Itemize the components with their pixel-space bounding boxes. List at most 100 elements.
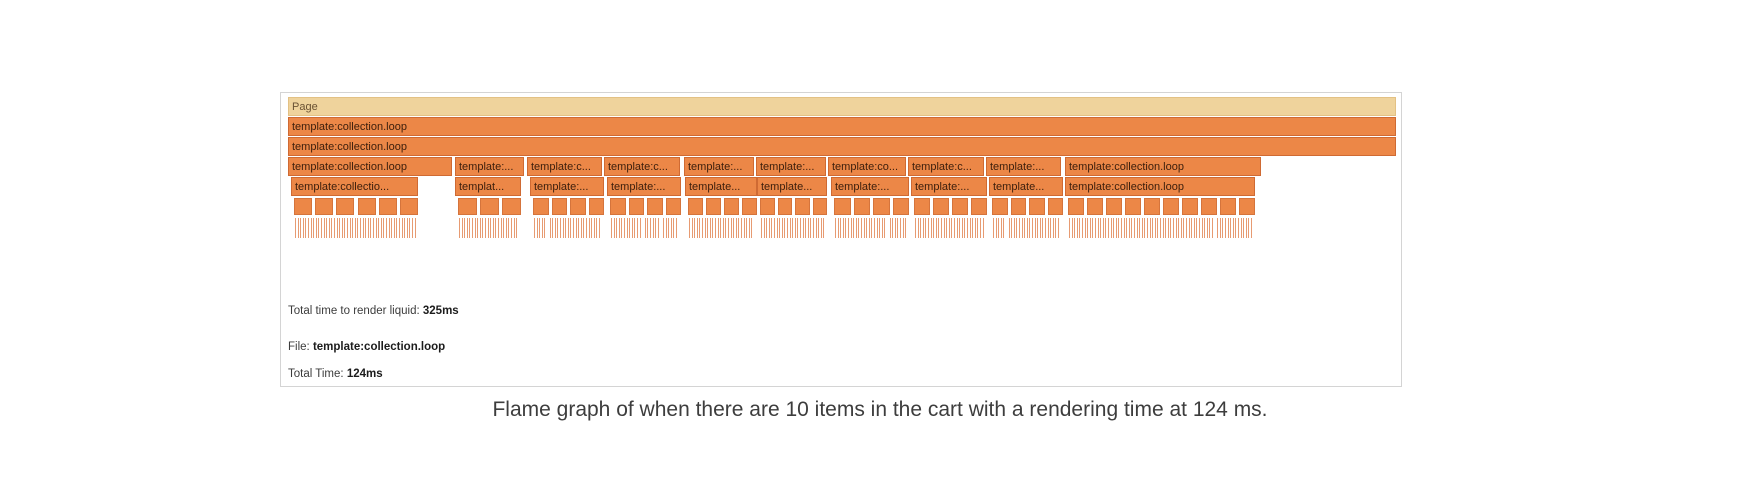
flame-subframe[interactable] (760, 198, 775, 215)
flame-leaf (596, 218, 597, 238)
flame-leaf (931, 218, 932, 238)
flame-frame[interactable]: template:... (530, 177, 604, 196)
flame-leaf (848, 218, 849, 238)
flame-subframe[interactable] (1239, 198, 1255, 215)
flame-frame[interactable]: template:... (831, 177, 909, 196)
flame-leaf (539, 218, 540, 238)
flame-subframe[interactable] (873, 198, 890, 215)
flame-leaf (790, 218, 791, 238)
flame-leaf (621, 218, 622, 238)
flame-subframe[interactable] (1182, 198, 1198, 215)
flame-subframe[interactable] (1029, 198, 1045, 215)
flame-subframe[interactable] (1068, 198, 1084, 215)
flame-subframe[interactable] (688, 198, 703, 215)
flame-leaf (792, 218, 793, 238)
flame-leaf (769, 218, 770, 238)
flame-frame[interactable]: template:... (455, 157, 524, 176)
flame-subframe[interactable] (400, 198, 418, 215)
flame-subframe[interactable] (379, 198, 397, 215)
flame-subframe[interactable] (610, 198, 626, 215)
flame-frame[interactable]: template:c... (527, 157, 602, 176)
flame-subframe[interactable] (971, 198, 987, 215)
flame-subframe[interactable] (893, 198, 910, 215)
flame-subframe[interactable] (933, 198, 949, 215)
flame-frame[interactable]: template:collection.loop (1065, 157, 1261, 176)
flame-subframe[interactable] (533, 198, 549, 215)
flame-subframe[interactable] (294, 198, 312, 215)
flame-subframe[interactable] (1144, 198, 1160, 215)
flame-leaf (616, 218, 617, 238)
flame-subframe[interactable] (992, 198, 1008, 215)
flame-leaf (1222, 218, 1223, 238)
flame-subframe[interactable] (666, 198, 682, 215)
flame-frame[interactable]: template:... (684, 157, 754, 176)
flame-subframe[interactable] (358, 198, 376, 215)
flame-subframe[interactable] (795, 198, 810, 215)
flame-frame[interactable]: template:co... (828, 157, 906, 176)
flame-subframe[interactable] (315, 198, 333, 215)
flame-subframe[interactable] (1011, 198, 1027, 215)
flame-subframe[interactable] (1201, 198, 1217, 215)
flame-subframe[interactable] (706, 198, 721, 215)
flame-subframe[interactable] (647, 198, 663, 215)
flame-leaf (946, 218, 947, 238)
flame-leaf (399, 218, 400, 238)
flame-frame[interactable]: template:collection.loop (1065, 177, 1255, 196)
flame-subframe[interactable] (570, 198, 586, 215)
flame-subframe[interactable] (1125, 198, 1141, 215)
flame-leaf (731, 218, 732, 238)
flame-subframe[interactable] (778, 198, 793, 215)
flame-leaf (342, 218, 343, 238)
flame-subframe[interactable] (552, 198, 568, 215)
flame-leaf (1228, 218, 1229, 238)
flame-subframe[interactable] (724, 198, 739, 215)
flame-leaf (352, 218, 353, 238)
flame-leaf (360, 218, 361, 238)
flame-subframe[interactable] (480, 198, 499, 215)
flame-frame[interactable]: template:... (756, 157, 826, 176)
flame-subframe[interactable] (834, 198, 851, 215)
flame-subframe[interactable] (813, 198, 828, 215)
flame-subframe[interactable] (458, 198, 477, 215)
flame-frame[interactable]: template:collectio... (291, 177, 418, 196)
flame-subframe[interactable] (589, 198, 605, 215)
flame-leaf (879, 218, 880, 238)
flame-subframe[interactable] (336, 198, 354, 215)
flame-frame[interactable]: template:... (986, 157, 1061, 176)
flame-frame[interactable]: template:collection.loop (288, 157, 452, 176)
flame-frame[interactable]: template... (989, 177, 1063, 196)
flame-frame[interactable]: template... (757, 177, 827, 196)
flame-frame[interactable]: templat... (455, 177, 521, 196)
flame-subframe[interactable] (854, 198, 871, 215)
total-time-label: Total Time: (288, 368, 344, 380)
flame-subframe[interactable] (1087, 198, 1103, 215)
flame-subframe[interactable] (1106, 198, 1122, 215)
flame-frame[interactable]: template:... (911, 177, 987, 196)
flame-leaf (877, 218, 878, 238)
flame-subframe[interactable] (952, 198, 968, 215)
flame-leaf (741, 218, 742, 238)
flame-subframe[interactable] (1048, 198, 1064, 215)
flame-frame[interactable]: template:c... (908, 157, 984, 176)
flame-subframe[interactable] (1220, 198, 1236, 215)
flame-leaf (967, 218, 968, 238)
flame-leaf (300, 218, 301, 238)
flame-frame[interactable]: template... (685, 177, 757, 196)
flame-leaf (344, 218, 345, 238)
flame-subframe[interactable] (629, 198, 645, 215)
flame-subframe[interactable] (502, 198, 521, 215)
flame-subframe[interactable] (914, 198, 930, 215)
flame-leaf (795, 218, 796, 238)
flame-leaf (1042, 218, 1043, 238)
flame-subframe[interactable] (742, 198, 757, 215)
flame-frame[interactable]: template:collection.loop (288, 137, 1396, 156)
flame-frame[interactable]: template:... (607, 177, 681, 196)
flame-frame[interactable]: template:collection.loop (288, 117, 1396, 136)
flame-frame-page[interactable]: Page (288, 97, 1396, 116)
flame-subframe[interactable] (1163, 198, 1179, 215)
flame-leaf (1202, 218, 1203, 238)
flame-leaf (1014, 218, 1015, 238)
flame-leaf (1124, 218, 1125, 238)
flame-leaf (970, 218, 971, 238)
flame-frame[interactable]: template:c... (604, 157, 680, 176)
